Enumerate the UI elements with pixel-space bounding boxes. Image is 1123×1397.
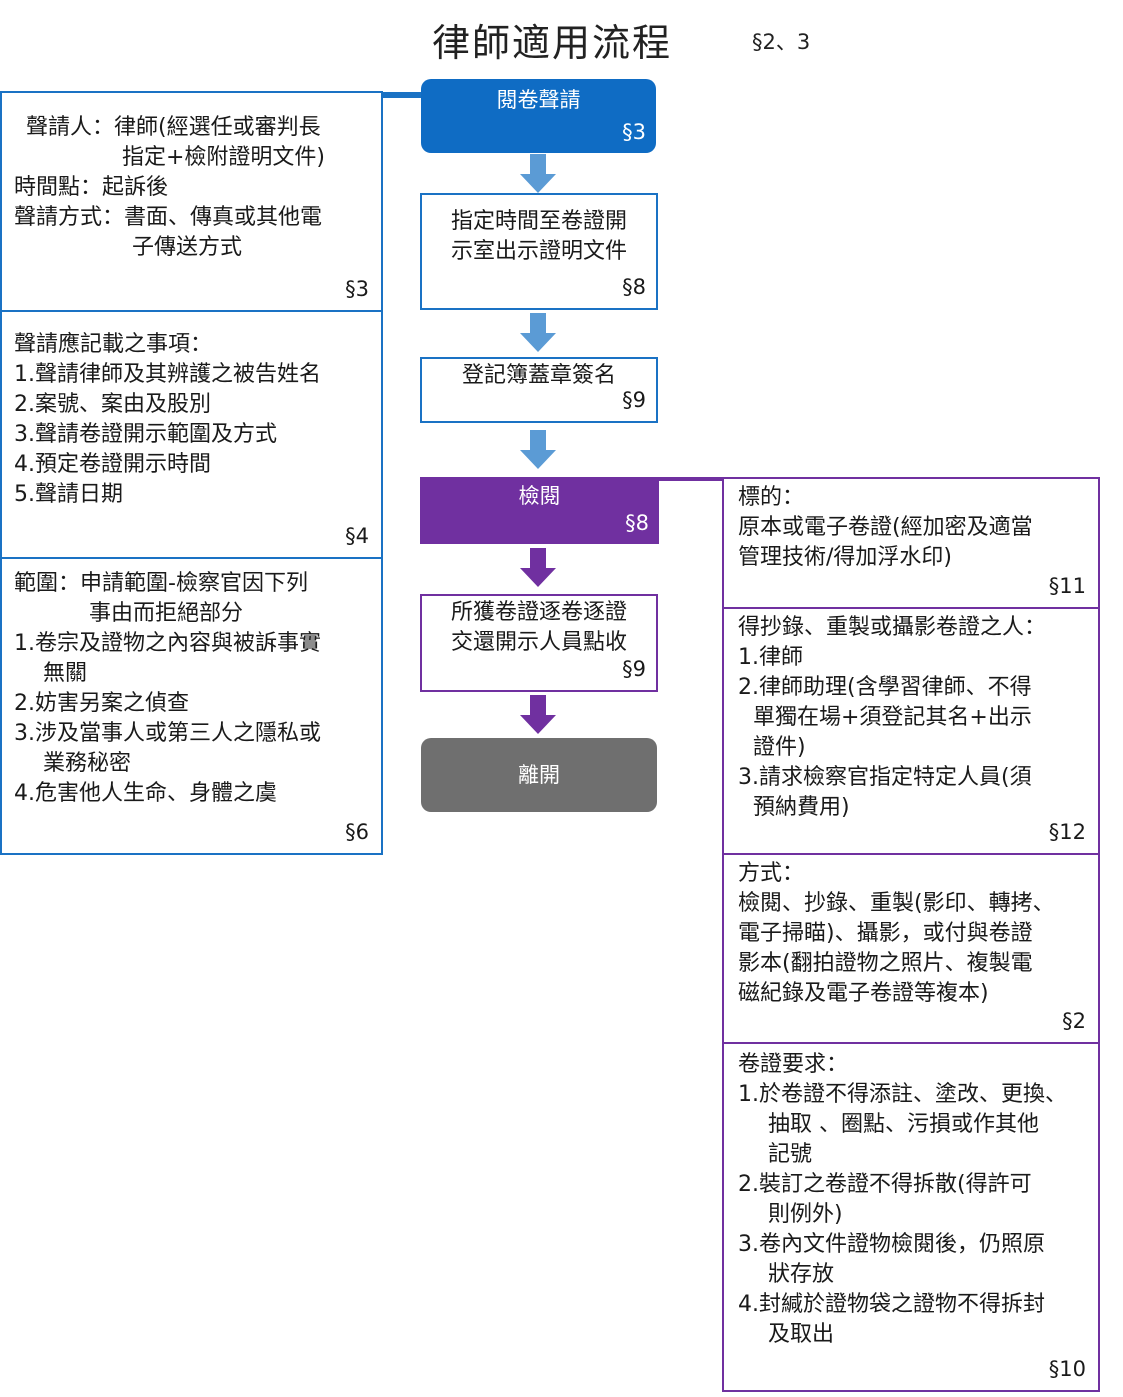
flow-step-leave-label: 離開 — [518, 763, 560, 787]
items-line-3: 2.案號、案由及股別 — [14, 392, 211, 417]
copy-line-7: 預納費用) — [753, 795, 850, 820]
copy-ref: §12 — [1048, 820, 1086, 844]
copy-line-4: 單獨在場+須登記其名+出示 — [753, 705, 1032, 730]
flow-step-return-line-1: 所獲卷證逐卷逐證 — [450, 600, 627, 625]
flow-step-review-ref: §8 — [625, 511, 649, 535]
items-line-5: 4.預定卷證開示時間 — [14, 452, 211, 477]
target-box: 標的： 原本或電子卷證(經加密及適當 管理技術/得加浮水印) §11 — [722, 477, 1100, 609]
file-requirements-box: 卷證要求： 1.於卷證不得添註、塗改、更換、 抽取 、圈點、污損或作其他 記號 … — [722, 1042, 1100, 1392]
method-line-5: 磁紀錄及電子卷證等複本) — [738, 981, 989, 1006]
flow-step-return: 所獲卷證逐卷逐證 交還開示人員點收 §9 — [420, 594, 658, 692]
scope-line-2: 事由而拒絕部分 — [89, 601, 244, 626]
applicant-line-4: 聲請方式：書面、傳真或其他電 — [14, 205, 323, 230]
flow-step-apply: 閱卷聲請 §3 — [421, 79, 656, 153]
scope-line-4: 無關 — [43, 661, 88, 686]
copy-line-5: 證件) — [753, 735, 806, 760]
method-line-4: 影本(翻拍證物之照片、複製電 — [738, 951, 1033, 976]
target-line-1: 標的： — [738, 485, 805, 510]
flow-step-register-ref: §9 — [622, 388, 646, 412]
flow-step-review: 檢閱 §8 — [420, 477, 659, 544]
flow-step-present-docs-line-1: 指定時間至卷證開 — [450, 209, 627, 234]
scope-line-5: 2.妨害另案之偵查 — [14, 691, 189, 716]
applicant-info-box: 聲請人：律師(經選任或審判長 指定+檢附證明文件) 時間點：起訴後 聲請方式：書… — [0, 91, 383, 312]
method-ref: §2 — [1062, 1009, 1086, 1033]
flow-step-apply-label: 閱卷聲請 — [496, 88, 581, 112]
scope-box: 範圍：申請範圍-檢察官因下列 事由而拒絕部分 1.卷宗及證物之內容與被訴事實 無… — [0, 557, 383, 855]
req-ref: §10 — [1048, 1357, 1086, 1381]
flow-step-review-label: 檢閱 — [518, 484, 561, 508]
req-line-2: 1.於卷證不得添註、塗改、更換、 — [738, 1082, 1067, 1107]
items-line-4: 3.聲請卷證開示範圍及方式 — [14, 422, 277, 447]
scope-line-7: 業務秘密 — [43, 751, 132, 776]
req-line-5: 2.裝訂之卷證不得拆散(得許可 — [738, 1172, 1032, 1197]
flow-step-present-docs-ref: §8 — [622, 275, 646, 299]
flow-step-return-ref: §9 — [622, 657, 646, 681]
arrow-down-icon — [520, 430, 556, 469]
application-items-box: 聲請應記載之事項： 1.聲請律師及其辨護之被告姓名 2.案號、案由及股別 3.聲… — [0, 310, 383, 559]
req-line-8: 狀存放 — [768, 1262, 835, 1287]
flow-step-present-docs: 指定時間至卷證開 示室出示證明文件 §8 — [420, 193, 658, 310]
flow-step-return-line-2: 交還開示人員點收 — [450, 630, 627, 655]
applicant-ref: §3 — [345, 277, 369, 301]
scope-line-1: 範圍：申請範圍-檢察官因下列 — [14, 571, 308, 596]
flow-step-apply-ref: §3 — [622, 120, 646, 144]
connector-right — [657, 477, 723, 481]
applicant-line-3: 時間點：起訴後 — [14, 175, 169, 200]
page-title: 律師適用流程 — [432, 21, 673, 65]
arrow-down-icon — [520, 154, 556, 193]
req-line-3: 抽取 、圈點、污損或作其他 — [768, 1112, 1039, 1137]
items-line-2: 1.聲請律師及其辨護之被告姓名 — [14, 362, 321, 387]
flow-step-present-docs-line-2: 示室出示證明文件 — [450, 239, 627, 264]
req-line-7: 3.卷內文件證物檢閱後，仍照原 — [738, 1232, 1045, 1257]
method-box: 方式： 檢閱、抄錄、重製(影印、轉拷、 電子掃瞄)、攝影，或付與卷證 影本(翻拍… — [722, 853, 1100, 1044]
scope-ref: §6 — [345, 820, 369, 844]
arrow-down-icon — [520, 313, 556, 352]
req-line-10: 及取出 — [768, 1322, 835, 1347]
items-line-1: 聲請應記載之事項： — [14, 332, 213, 357]
scope-line-8: 4.危害他人生命、身體之虞 — [14, 781, 277, 806]
arrow-down-icon — [520, 548, 556, 587]
method-line-1: 方式： — [738, 861, 805, 886]
method-line-3: 電子掃瞄)、攝影，或付與卷證 — [738, 921, 1033, 946]
req-line-1: 卷證要求： — [738, 1052, 849, 1077]
copy-line-1: 得抄錄、重製或攝影卷證之人： — [738, 615, 1047, 640]
scope-line-3: 1.卷宗及證物之內容與被訴事實 — [14, 631, 321, 656]
target-ref: §11 — [1048, 574, 1086, 598]
target-line-2: 原本或電子卷證(經加密及適當 — [738, 515, 1033, 540]
applicant-line-2: 指定+檢附證明文件) — [122, 145, 326, 170]
flow-step-register-label: 登記簿蓋章簽名 — [461, 363, 616, 388]
connector-left — [382, 92, 424, 98]
items-line-6: 5.聲請日期 — [14, 482, 123, 507]
req-line-9: 4.封緘於證物袋之證物不得拆封 — [738, 1292, 1045, 1317]
method-line-2: 檢閱、抄錄、重製(影印、轉拷、 — [738, 891, 1055, 916]
copy-persons-box: 得抄錄、重製或攝影卷證之人： 1.律師 2.律師助理(含學習律師、不得 單獨在場… — [722, 607, 1100, 855]
title-reference: §2、3 — [752, 30, 811, 54]
copy-line-6: 3.請求檢察官指定特定人員(須 — [738, 765, 1032, 790]
applicant-line-5: 子傳送方式 — [132, 235, 243, 260]
flow-step-register: 登記簿蓋章簽名 §9 — [420, 357, 658, 423]
req-line-6: 則例外) — [768, 1202, 843, 1227]
applicant-line-1: 聲請人：律師(經選任或審判長 — [26, 115, 321, 140]
arrow-down-icon — [520, 695, 556, 734]
copy-line-2: 1.律師 — [738, 645, 803, 670]
flow-step-leave: 離開 — [421, 738, 657, 812]
items-ref: §4 — [345, 524, 369, 548]
target-line-3: 管理技術/得加浮水印) — [738, 545, 952, 570]
copy-line-3: 2.律師助理(含學習律師、不得 — [738, 675, 1032, 700]
scope-line-6: 3.涉及當事人或第三人之隱私或 — [14, 721, 321, 746]
req-line-4: 記號 — [768, 1142, 813, 1167]
